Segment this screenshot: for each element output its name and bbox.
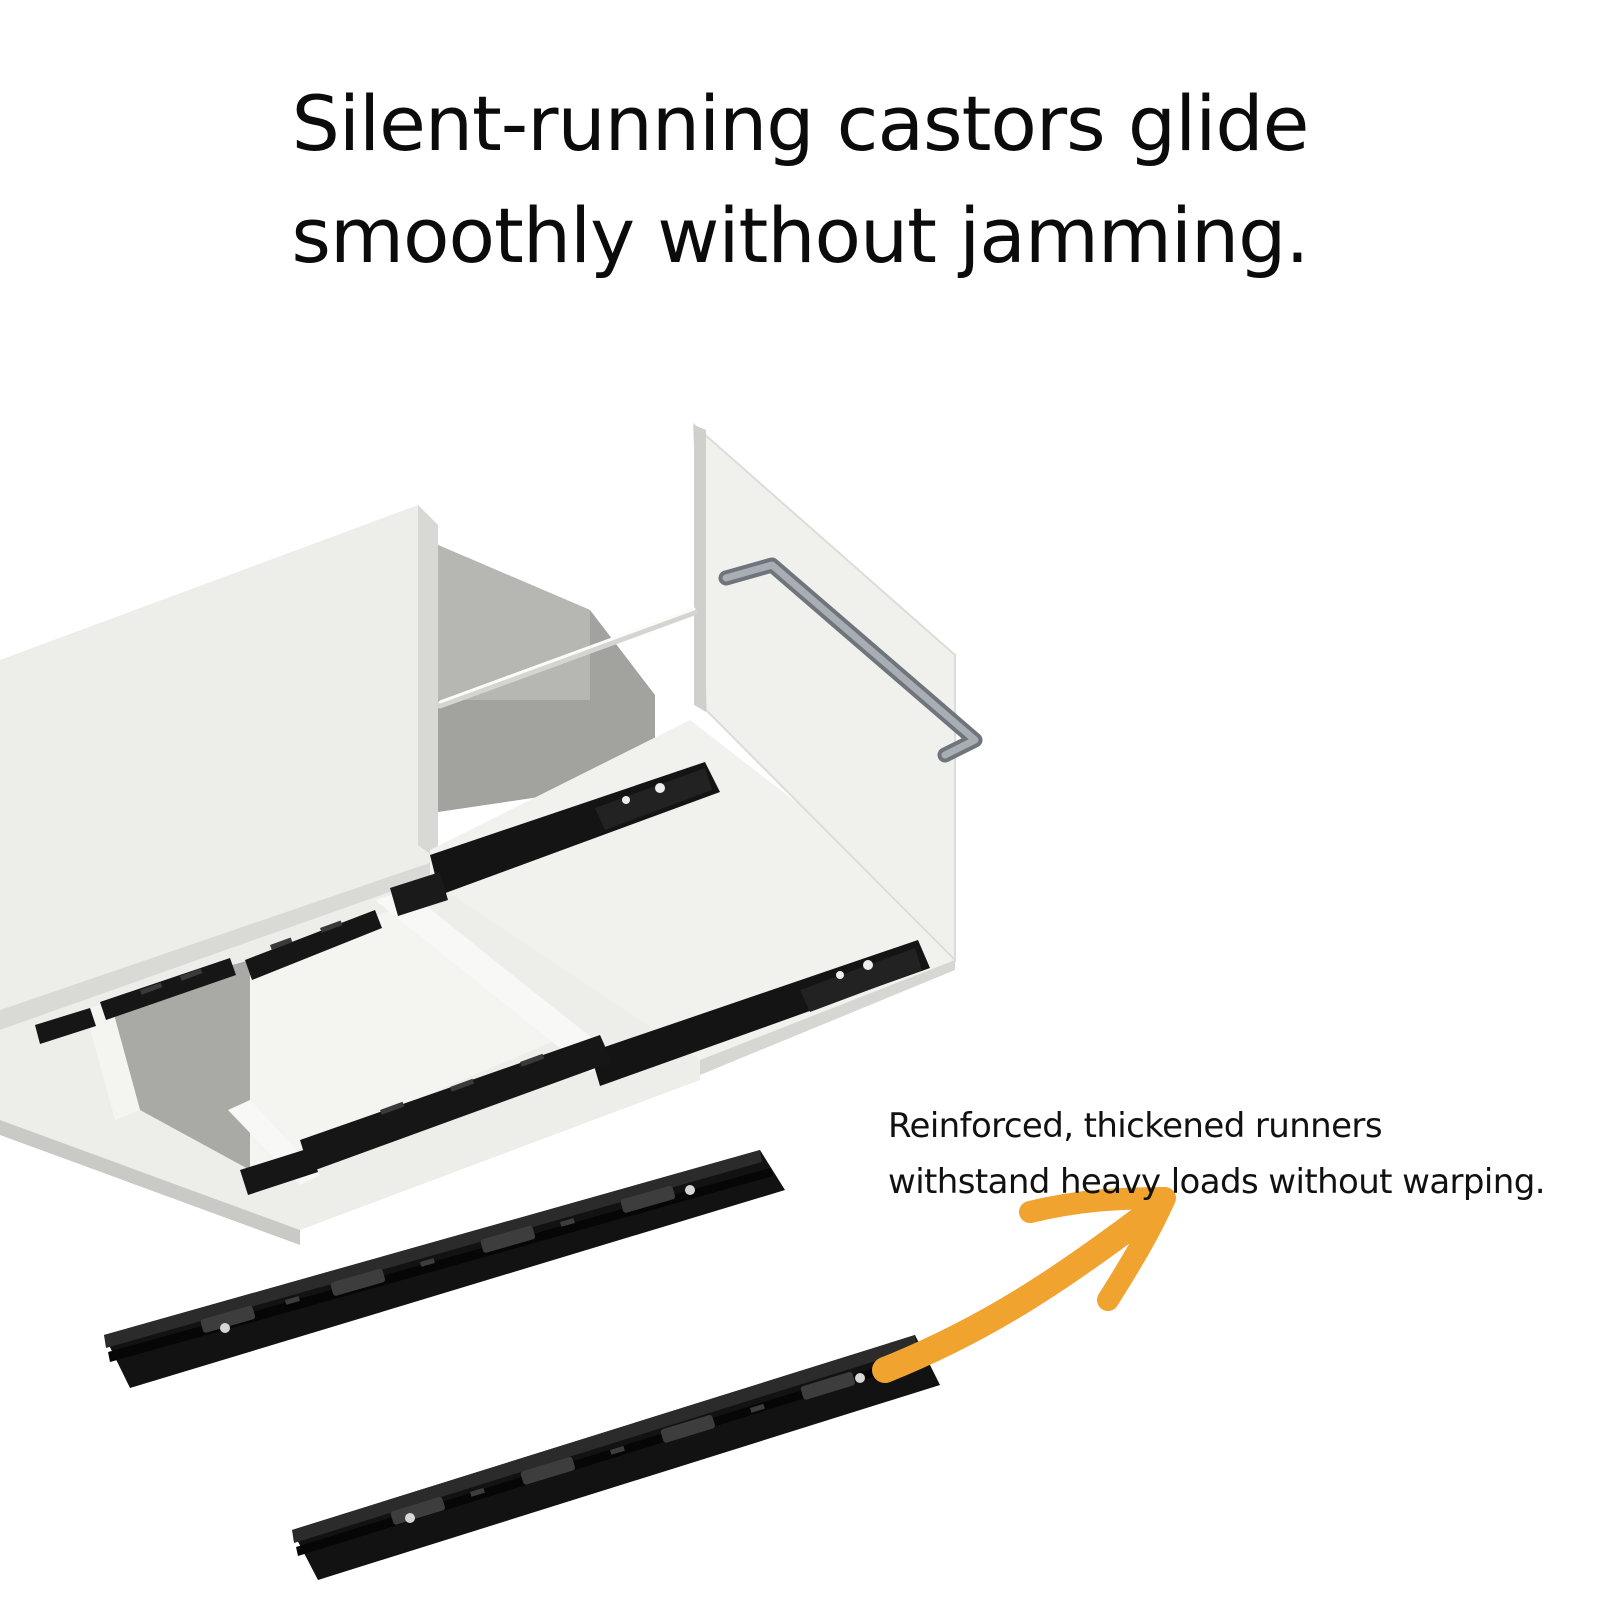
cabinet-body: [0, 505, 700, 1245]
mounted-runners: [35, 762, 930, 1195]
loose-runner-1: [104, 1150, 785, 1388]
headline-line-1: Silent-running castors glide: [291, 79, 1310, 168]
drawer-handle: [718, 557, 983, 763]
curved-arrow-icon: [872, 1187, 1176, 1383]
caption-line-1: Reinforced, thickened runners: [888, 1106, 1383, 1146]
caption-line-2: withstand heavy loads without warping.: [888, 1162, 1546, 1202]
headline: Silent-running castors glide smoothly wi…: [0, 68, 1600, 292]
runner-caption: Reinforced, thickened runners withstand …: [888, 1098, 1600, 1210]
loose-runner-2: [292, 1335, 940, 1580]
headline-line-2: smoothly without jamming.: [291, 191, 1309, 280]
